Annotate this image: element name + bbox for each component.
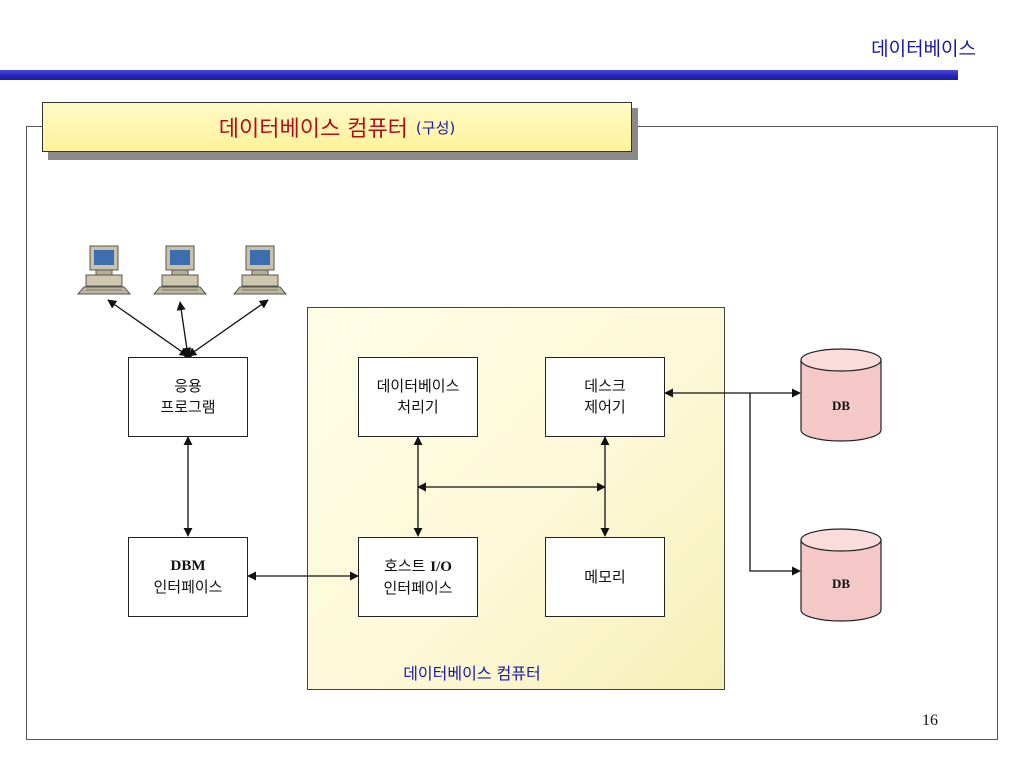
database-cylinder-icon (800, 528, 882, 622)
database-computer-label: 데이터베이스 컴퓨터 (403, 664, 541, 683)
database-processor-box: 데이터베이스 처리기 (358, 357, 478, 437)
host-io-interface-box: 호스트 I/O 인터페이스 (358, 537, 478, 617)
disk-line2: 제어기 (584, 398, 626, 416)
dbm-line1: DBM (170, 558, 206, 574)
app-line1: 응용 (174, 377, 202, 395)
terminal3-link (187, 299, 269, 357)
terminal-computer-icon (152, 245, 208, 295)
memory-label: 메모리 (584, 567, 626, 586)
slide-title-sub: (구성) (415, 118, 456, 137)
hostio-line1-en: I/O (430, 558, 452, 575)
database-cylinder-icon (800, 348, 882, 442)
dbm-line2: 인터페이스 (153, 578, 223, 596)
disk-db2-link (749, 393, 801, 576)
hostio-line1-kr: 호스트 (384, 556, 426, 575)
disk-line1: 데스크 (584, 377, 626, 395)
hostio-line1: 호스트 I/O (384, 556, 452, 578)
dbproc-line2: 처리기 (397, 398, 439, 416)
memory-box: 메모리 (545, 537, 665, 617)
terminal2-link (176, 301, 192, 357)
dbproc-line1: 데이터베이스 (376, 377, 460, 395)
terminal-computer-icon (232, 245, 288, 295)
page-number: 16 (922, 712, 938, 729)
terminal1-link (107, 299, 189, 357)
hostio-line2: 인터페이스 (383, 578, 453, 597)
header-title: 데이터베이스 (871, 38, 976, 60)
header-rule (0, 70, 958, 80)
db2-label: DB (831, 576, 851, 591)
slide-title-main: 데이터베이스 컴퓨터 (218, 117, 408, 142)
disk-controller-box: 데스크 제어기 (545, 357, 665, 437)
application-program-box: 응용 프로그램 (128, 357, 248, 437)
dbm-interface-box: DBM 인터페이스 (128, 537, 248, 617)
app-line2: 프로그램 (160, 398, 216, 416)
slide-title: 데이터베이스 컴퓨터 (구성) (42, 102, 632, 152)
db1-label: DB (831, 398, 851, 413)
terminal-computer-icon (76, 245, 132, 295)
